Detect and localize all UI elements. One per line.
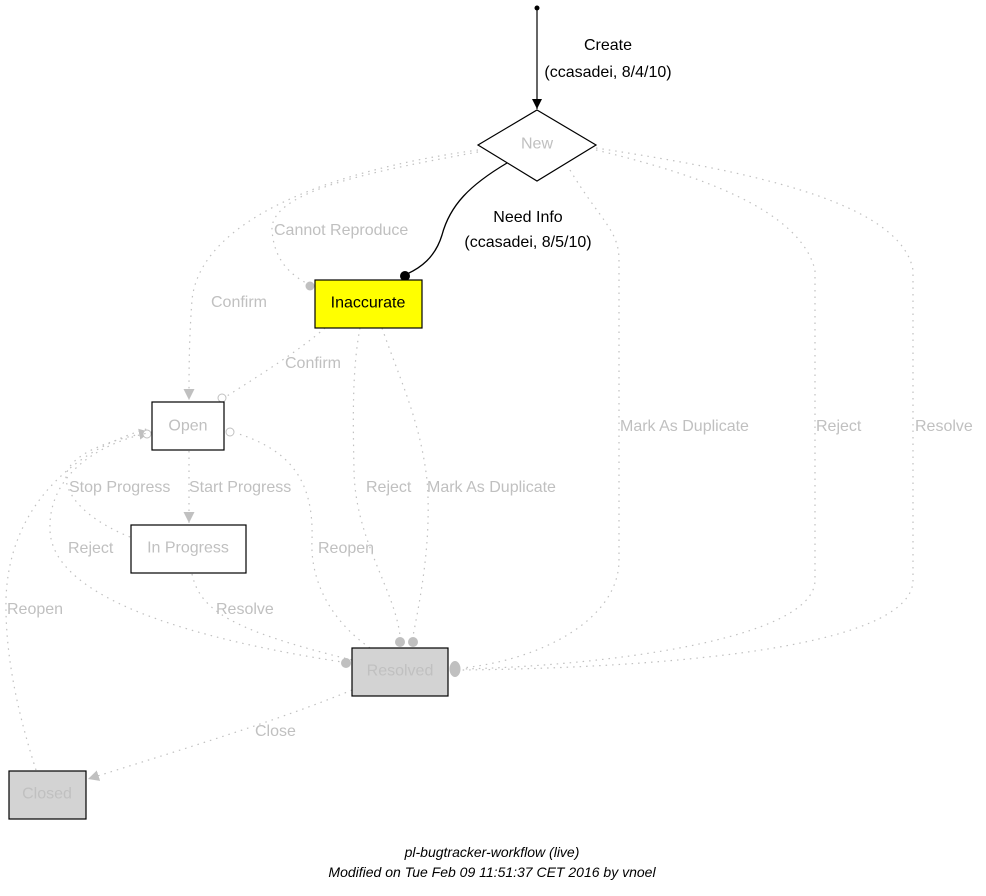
node-new-label: New: [521, 136, 553, 153]
node-in-progress[interactable]: In Progress: [130, 524, 247, 574]
edge-label-confirm-new: Confirm: [211, 294, 267, 311]
edge-resolve-in-progress[interactable]: [191, 573, 353, 661]
edge-mark-duplicate-new[interactable]: [461, 169, 620, 669]
edge-need-info[interactable]: [406, 162, 508, 275]
edge-need-info-dot: [400, 271, 410, 281]
edge-reject-inaccurate[interactable]: [352, 327, 401, 637]
node-new[interactable]: New: [476, 109, 598, 182]
edge-mark-duplicate-inaccurate-dot: [408, 637, 418, 647]
edge-label-reject-inaccurate: Reject: [366, 479, 412, 496]
edge-label-reopen-closed: Reopen: [7, 601, 63, 618]
edge-label-close: Close: [255, 723, 296, 740]
node-new-shape: [476, 109, 598, 182]
diagram-modified: Modified on Tue Feb 09 11:51:37 CET 2016…: [328, 864, 656, 880]
edge-resolve-new[interactable]: [461, 147, 914, 671]
node-resolved-label: Resolved: [367, 663, 434, 680]
diagram-title: pl-bugtracker-workflow (live): [404, 844, 580, 860]
edge-confirm-new[interactable]: [183, 149, 479, 401]
node-open[interactable]: Open: [151, 401, 225, 451]
edge-reject-new[interactable]: [461, 149, 816, 670]
node-in-progress-shape: [130, 524, 247, 574]
edge-label-start-progress: Start Progress: [189, 479, 291, 496]
edge-label-reject-new: Reject: [816, 418, 862, 435]
edge-cannot-reproduce-dot: [305, 281, 315, 291]
edges-active: [400, 5, 542, 281]
edge-close[interactable]: [87, 689, 353, 781]
edge-label-reopen-resolved: Reopen: [318, 540, 374, 557]
edge-reopen-resolved-odot: [225, 427, 235, 437]
edge-label-need-info: Need Info: [493, 209, 562, 226]
node-closed-label: Closed: [22, 786, 72, 803]
node-inaccurate-shape: [314, 279, 423, 329]
edge-label-confirm-inaccurate: Confirm: [285, 355, 341, 372]
edge-label-mark-duplicate-new: Mark As Duplicate: [620, 418, 749, 435]
edge-labels: Create (ccasadei, 8/4/10) Need Info (cca…: [7, 37, 973, 740]
node-resolved[interactable]: Resolved: [351, 647, 449, 697]
edge-label-create: Create: [584, 37, 632, 54]
resolved-right-dots: [449, 661, 461, 677]
edge-label-mark-duplicate-inaccurate: Mark As Duplicate: [427, 479, 556, 496]
node-in-progress-label: In Progress: [147, 540, 229, 557]
edge-label-stop-progress: Stop Progress: [69, 479, 170, 496]
edge-sublabel-create: (ccasadei, 8/4/10): [544, 64, 671, 81]
edge-cannot-reproduce[interactable]: [271, 151, 479, 286]
node-closed-shape: [8, 770, 87, 820]
edges-inactive: [5, 147, 914, 781]
node-inaccurate[interactable]: Inaccurate: [314, 279, 423, 329]
node-closed[interactable]: Closed: [8, 770, 87, 820]
edge-label-resolve-in-progress: Resolve: [216, 601, 274, 618]
edge-label-reject-open: Reject: [68, 540, 114, 557]
edge-confirm-inaccurate-odot: [217, 393, 227, 403]
edge-reopen-closed[interactable]: [5, 427, 151, 771]
edge-label-cannot-reproduce: Cannot Reproduce: [274, 222, 408, 239]
edge-reject-inaccurate-dot: [395, 637, 405, 647]
edge-reopen-resolved[interactable]: [235, 432, 371, 649]
node-open-shape: [151, 401, 225, 451]
node-resolved-shape: [351, 647, 449, 697]
edge-stop-progress-odot: [142, 429, 152, 439]
edge-reject-open-dot: [341, 658, 351, 668]
edge-label-resolve-new: Resolve: [915, 418, 973, 435]
edge-sublabel-need-info: (ccasadei, 8/5/10): [464, 234, 591, 251]
node-inaccurate-label: Inaccurate: [331, 295, 406, 312]
node-open-label: Open: [168, 418, 207, 435]
